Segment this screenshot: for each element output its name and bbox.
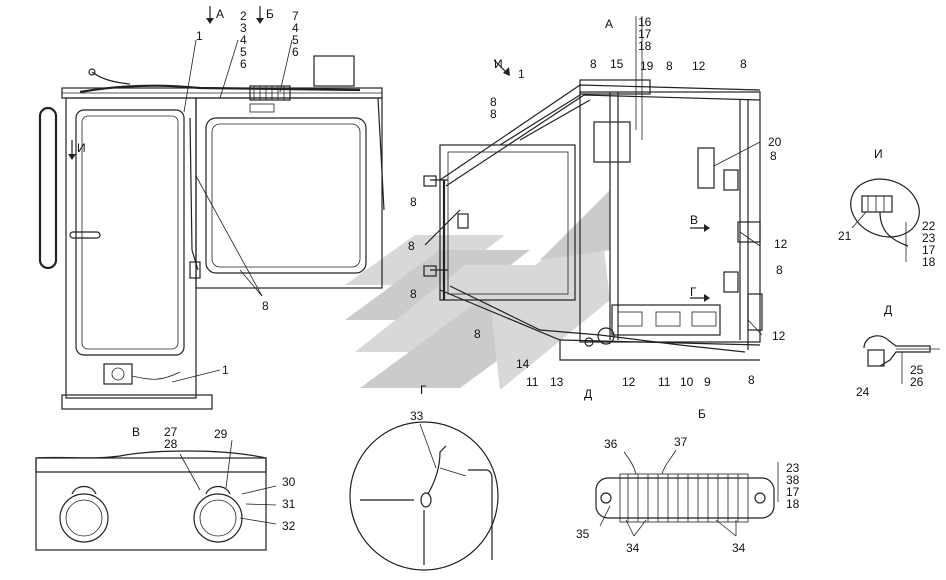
label-26: 26 (910, 375, 924, 389)
label-27: 27 (164, 425, 178, 439)
label-i-arrow: И (494, 57, 503, 71)
label-g-arrow: Г (690, 285, 697, 299)
label-25: 25 (910, 363, 924, 377)
label-4: 4 (240, 33, 247, 47)
label-8b: 8 (666, 59, 673, 73)
label-8e: 8 (770, 149, 777, 163)
label-8h: 8 (410, 287, 417, 301)
label-1: 1 (518, 67, 525, 81)
label-12d: 12 (622, 375, 636, 389)
label-9: 9 (704, 375, 711, 389)
label-15: 15 (610, 57, 624, 71)
detail-i (850, 178, 920, 262)
label-18b: 18 (922, 255, 936, 269)
label-4b: 4 (292, 21, 299, 35)
label-11b: 11 (658, 375, 671, 389)
label-arrow-b: Б (266, 7, 274, 21)
label-29: 29 (214, 427, 228, 441)
label-5: 5 (240, 45, 247, 59)
label-14: 14 (516, 357, 530, 371)
label-20: 20 (768, 135, 782, 149)
label-13: 13 (550, 375, 564, 389)
label-5b: 5 (292, 33, 299, 47)
detail-b (595, 449, 779, 537)
label-37: 37 (674, 435, 688, 449)
detail-d (863, 335, 940, 384)
label-12a: 12 (692, 59, 706, 73)
label-7: 7 (292, 9, 299, 23)
label-8i: 8 (474, 327, 481, 341)
detail-v-title: В (132, 425, 140, 439)
label-d: Д (584, 387, 592, 401)
label-34a: 34 (626, 541, 640, 555)
detail-v (35, 439, 277, 551)
label-6b: 6 (292, 45, 299, 59)
label-12c: 12 (772, 329, 786, 343)
label-24: 24 (856, 385, 870, 399)
label-8a: 8 (590, 57, 597, 71)
label-17c: 17 (786, 485, 800, 499)
label-30: 30 (282, 475, 296, 489)
label-33: 33 (410, 409, 424, 423)
label-1-top: 1 (196, 29, 203, 43)
label-1-bottom: 1 (222, 363, 229, 377)
detail-g-title: Г (420, 383, 427, 397)
label-6: 6 (240, 57, 247, 71)
label-2: 2 (240, 9, 247, 23)
label-11a: 11 (526, 375, 539, 389)
detail-g (349, 421, 499, 571)
label-3: 3 (240, 21, 247, 35)
label-34b: 34 (732, 541, 746, 555)
view-a-title: А (605, 17, 613, 31)
cabin-front-view (38, 6, 385, 410)
label-23b: 23 (786, 461, 800, 475)
label-8d: 8 (490, 95, 497, 109)
label-12b: 12 (774, 237, 788, 251)
label-36: 36 (604, 437, 618, 451)
label-10: 10 (680, 375, 694, 389)
label-18: 18 (638, 39, 652, 53)
label-18c: 18 (786, 497, 800, 511)
label-8f: 8 (410, 195, 417, 209)
label-arrow-a: А (216, 7, 224, 21)
label-8j: 8 (776, 263, 783, 277)
detail-b-title: Б (698, 407, 706, 421)
label-17: 17 (638, 27, 652, 41)
cabin-view-a (423, 16, 763, 361)
label-31: 31 (282, 497, 296, 511)
label-v-arrow: В (690, 213, 698, 227)
detail-d-title: Д (884, 303, 892, 317)
label-32: 32 (282, 519, 296, 533)
detail-i-title: И (874, 147, 883, 161)
label-8l: 8 (490, 107, 497, 121)
label-35: 35 (576, 527, 590, 541)
label-8k: 8 (748, 373, 755, 387)
label-8c: 8 (740, 57, 747, 71)
label-23: 23 (922, 231, 936, 245)
label-16: 16 (638, 15, 652, 29)
label-17b: 17 (922, 243, 936, 257)
label-8-left: 8 (262, 299, 269, 313)
label-19: 19 (640, 59, 654, 73)
label-38: 38 (786, 473, 800, 487)
label-28: 28 (164, 437, 178, 451)
label-21: 21 (838, 229, 852, 243)
label-arrow-i: И (77, 141, 86, 155)
label-22: 22 (922, 219, 936, 233)
label-8g: 8 (408, 239, 415, 253)
